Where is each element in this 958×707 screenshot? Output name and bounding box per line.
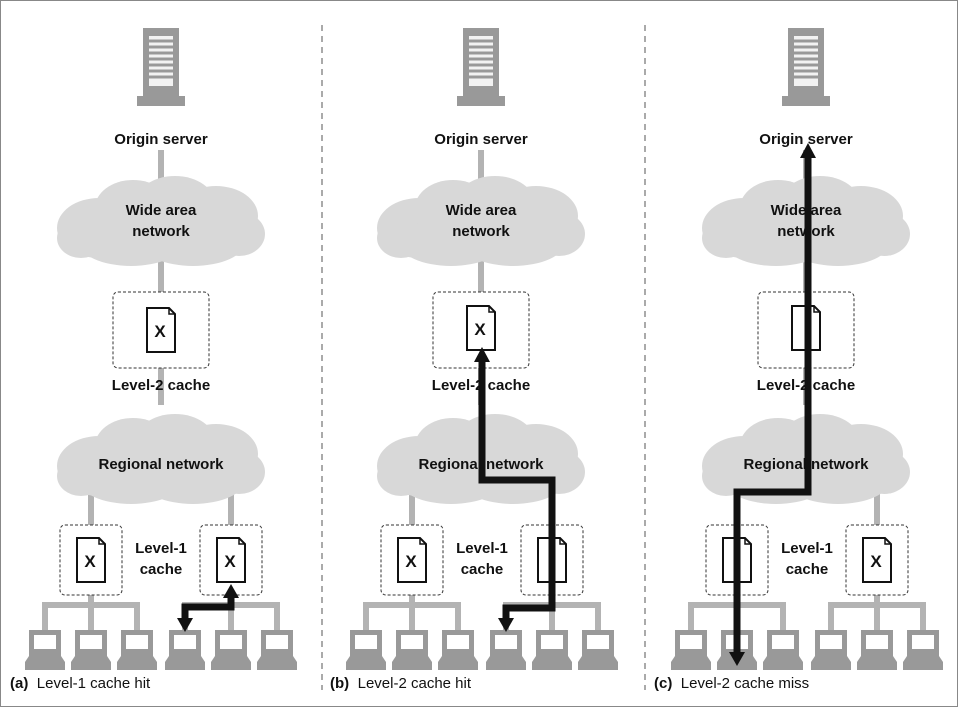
computer-icon	[532, 630, 572, 670]
arrow-icon	[729, 143, 816, 666]
origin-server-label: Origin server	[114, 131, 208, 148]
panel-caption: (c) Level-2 cache miss	[654, 675, 809, 692]
panel-a: Origin server Wide area network X Level-…	[10, 26, 297, 692]
level2-cache-label: Level-2 cache	[112, 377, 210, 394]
panel-c: X Origin server Wide area network Level-…	[654, 26, 943, 692]
origin-server-label: Origin server	[434, 131, 528, 148]
level1-cache-label: Level-1	[456, 540, 508, 557]
regional-network-label: Regional network	[743, 456, 869, 473]
computer-icon	[25, 630, 65, 670]
doc-mark: X	[870, 552, 882, 571]
doc-mark: X	[154, 322, 166, 341]
wan-label: Wide area	[126, 202, 197, 219]
computer-icon	[903, 630, 943, 670]
level1-cache-label: cache	[786, 561, 829, 578]
computer-icon	[438, 630, 478, 670]
computer-icon	[486, 630, 526, 670]
server-icon	[135, 26, 187, 108]
regional-network-label: Regional network	[418, 456, 544, 473]
computer-icon	[392, 630, 432, 670]
computer-icon	[857, 630, 897, 670]
level1-cache-label: Level-1	[781, 540, 833, 557]
wan-label: network	[777, 223, 835, 240]
panel-caption: (a) Level-1 cache hit	[10, 675, 151, 692]
computer-icon	[763, 630, 803, 670]
level2-cache-label: Level-2 cache	[757, 377, 855, 394]
panel-b: Origin server Wide area network X Level-…	[330, 26, 618, 692]
arrow-icon	[474, 347, 556, 632]
arrow-icon	[177, 584, 239, 632]
server-icon	[780, 26, 832, 108]
computer-icon	[257, 630, 297, 670]
computer-icon	[117, 630, 157, 670]
regional-network-label: Regional network	[98, 456, 224, 473]
computer-icon	[578, 630, 618, 670]
server-icon	[455, 26, 507, 108]
level1-cache-label: Level-1	[135, 540, 187, 557]
doc-mark: X	[84, 552, 96, 571]
wan-label: Wide area	[771, 202, 842, 219]
level1-cache-label: cache	[140, 561, 183, 578]
computer-icon	[346, 630, 386, 670]
panel-caption: (b) Level-2 cache hit	[330, 675, 472, 692]
computer-icon	[811, 630, 851, 670]
computer-icon	[165, 630, 205, 670]
computer-icon	[671, 630, 711, 670]
doc-mark: X	[224, 552, 236, 571]
doc-mark: X	[474, 320, 486, 339]
doc-mark: X	[405, 552, 417, 571]
wan-label: network	[452, 223, 510, 240]
computer-icon	[211, 630, 251, 670]
wan-label: network	[132, 223, 190, 240]
level1-cache-label: cache	[461, 561, 504, 578]
origin-server-label: Origin server	[759, 131, 853, 148]
cloud-icon	[57, 176, 265, 266]
computer-icon	[71, 630, 111, 670]
cloud-icon	[377, 176, 585, 266]
wan-label: Wide area	[446, 202, 517, 219]
